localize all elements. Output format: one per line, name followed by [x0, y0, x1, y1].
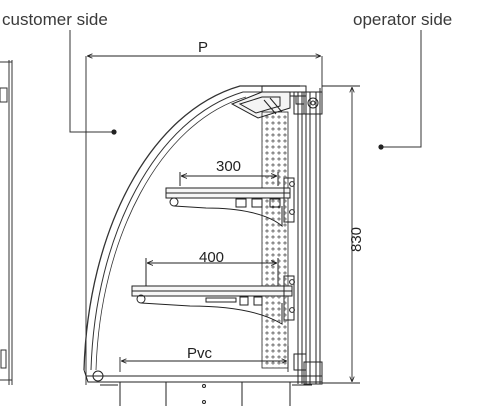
adjacent-cabinet	[0, 60, 13, 385]
lower-shelf-label: 400	[199, 249, 224, 266]
base-dimension	[119, 346, 289, 372]
upper-shelf-label: 300	[216, 158, 241, 175]
operator-side-label: operator side	[353, 10, 452, 29]
base-structure	[83, 353, 322, 406]
customer-side-label: customer side	[2, 10, 108, 29]
curved-glass	[83, 85, 300, 371]
depth-label: P	[198, 39, 208, 56]
rear-door-frame	[297, 88, 323, 385]
lower-shelf	[131, 258, 295, 325]
height-dimension	[322, 85, 360, 384]
base-label: Pvc	[187, 345, 213, 362]
perforated-back-panel	[261, 111, 289, 369]
top-profile	[230, 85, 307, 119]
customer-side-marker	[111, 129, 117, 135]
height-label: 830	[348, 227, 365, 252]
upper-shelf	[165, 172, 295, 228]
customer-side-leader	[69, 30, 112, 133]
operator-side-leader	[383, 30, 422, 148]
operator-side-marker	[378, 144, 384, 150]
